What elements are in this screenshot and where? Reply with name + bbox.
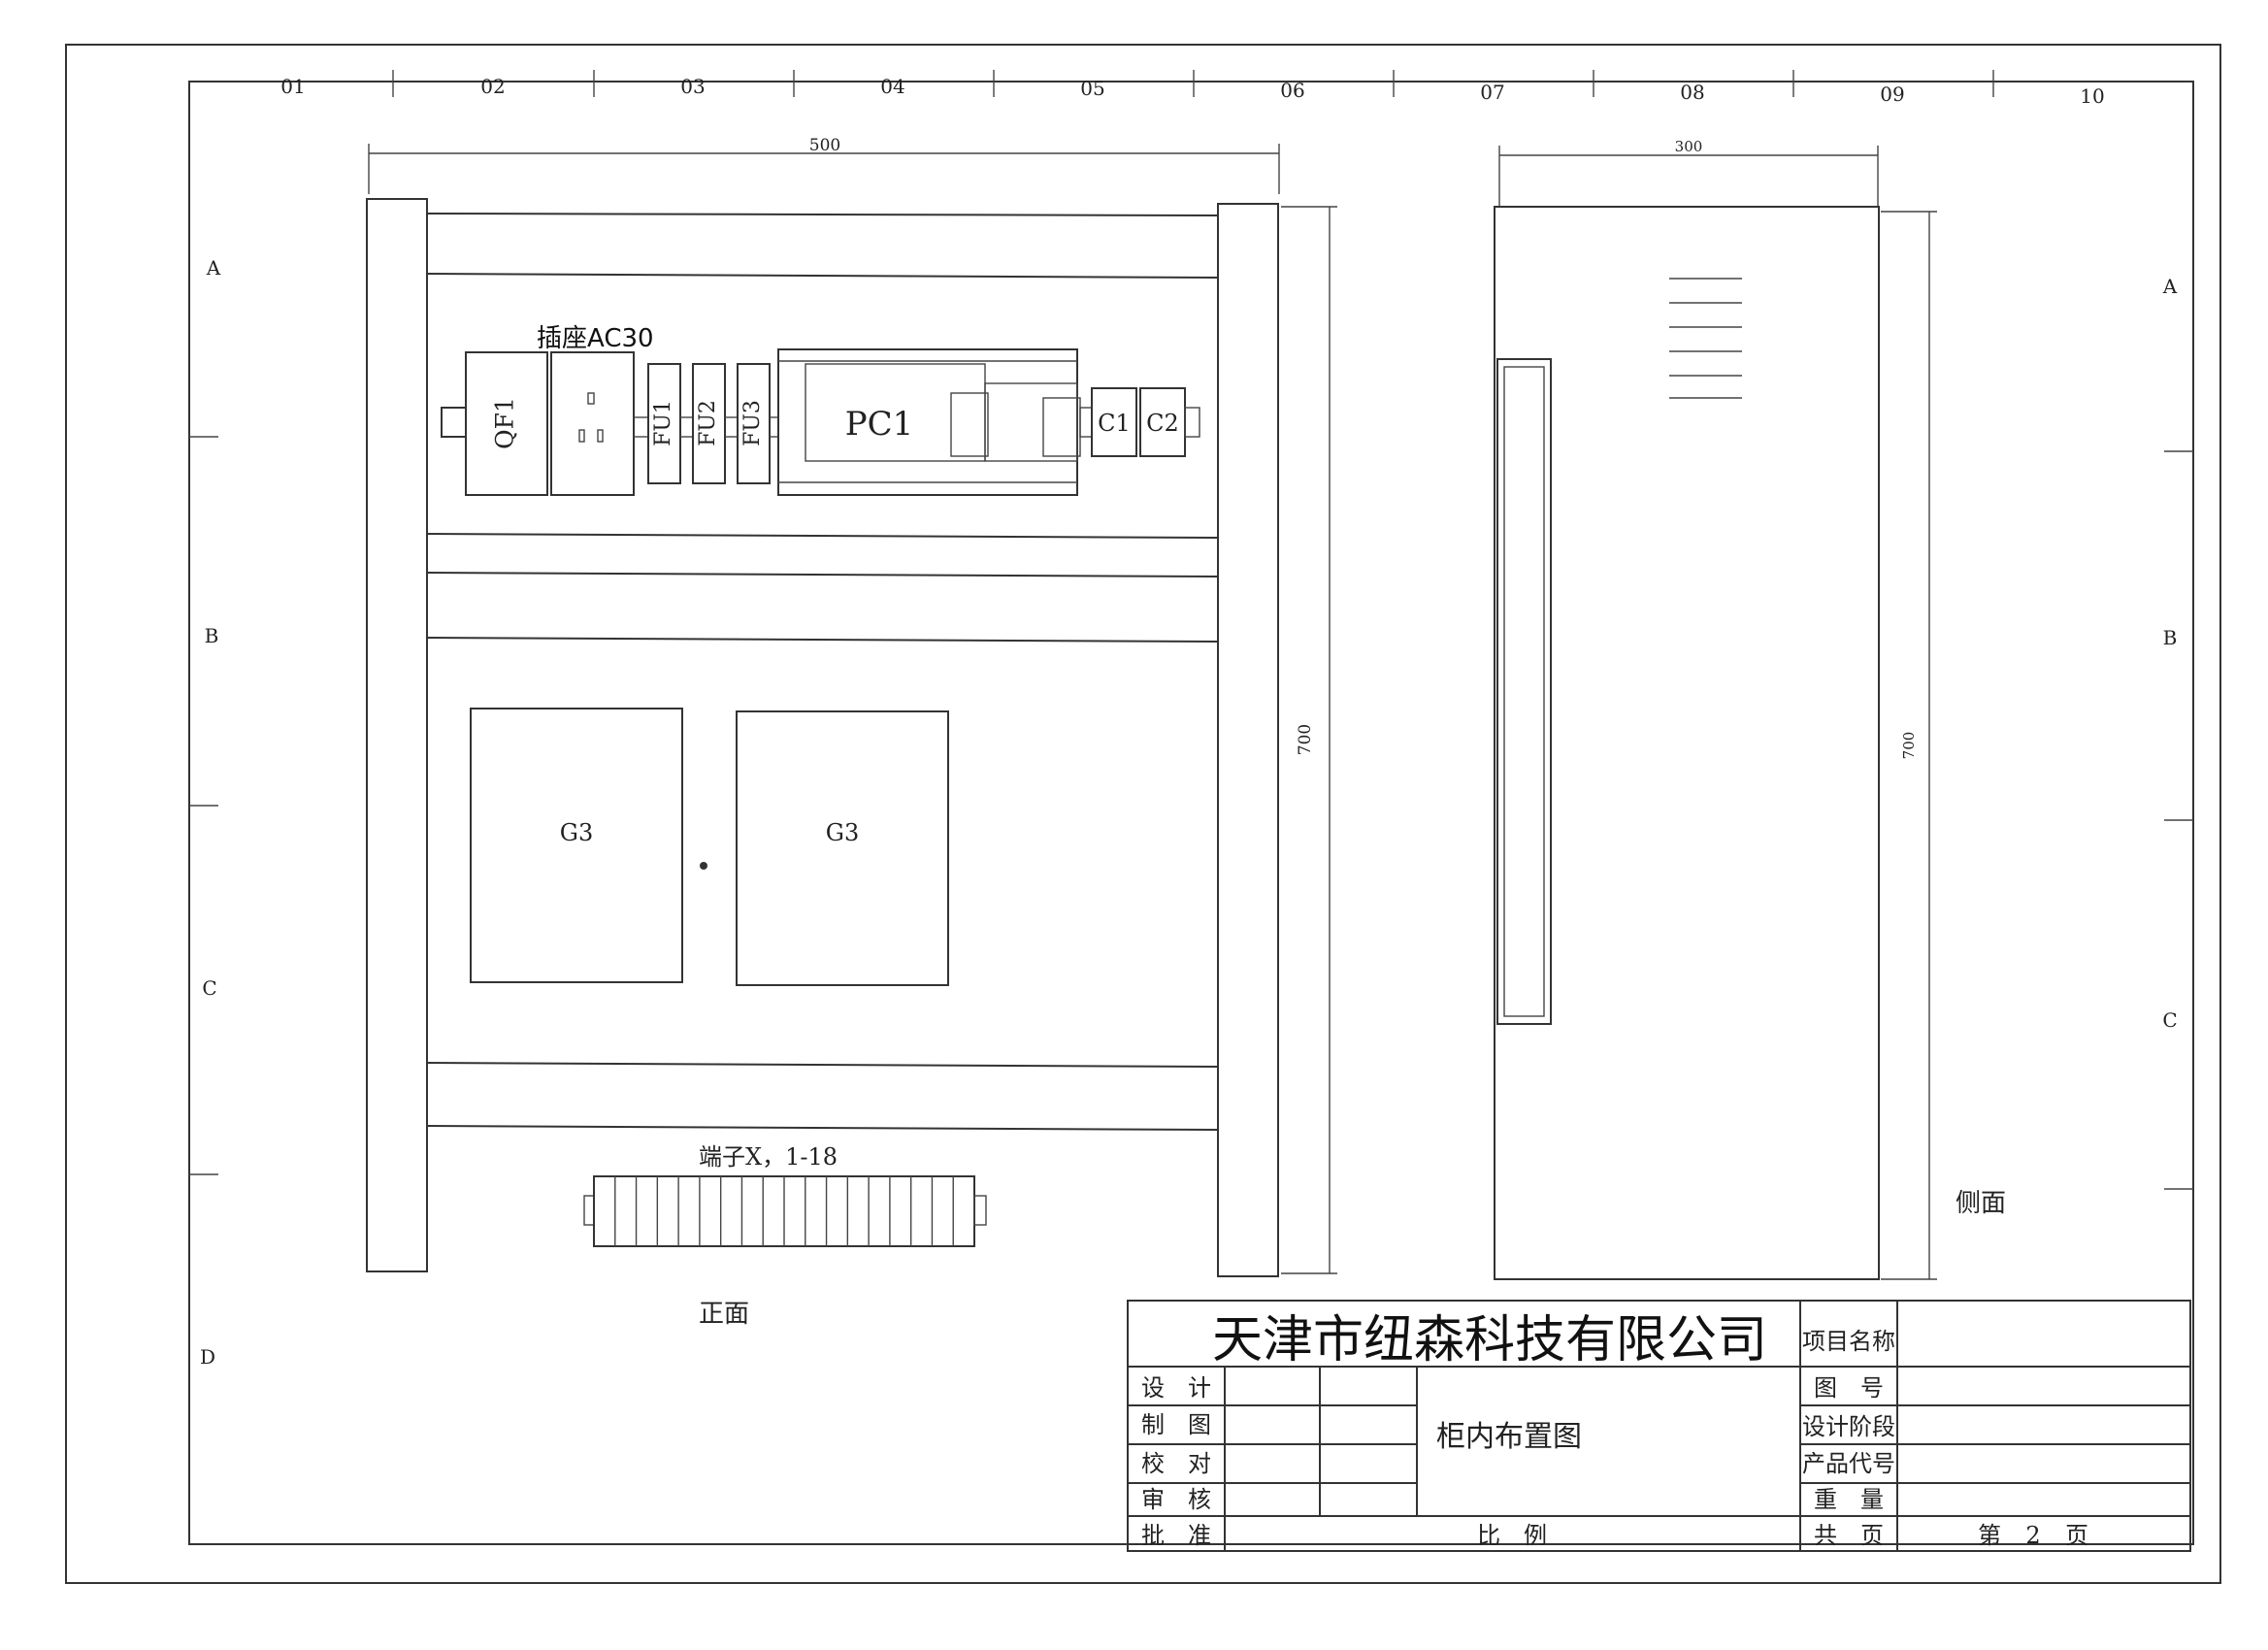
contactor-label: C1 <box>1098 410 1131 437</box>
column-label: 10 <box>2080 84 2104 108</box>
side-height-dimension: 700 <box>1900 732 1918 760</box>
side-view-name: 侧面 <box>1956 1189 2006 1218</box>
title-block-frame <box>1127 1300 2191 1552</box>
sheet-label: 第 <box>1978 1522 2001 1549</box>
role-label: 制 图 <box>1141 1411 1211 1438</box>
field-label: 产品代号 <box>1802 1450 1895 1477</box>
socket-pin-icon <box>587 392 595 405</box>
socket-ac30 <box>550 351 635 496</box>
drawing-frame <box>188 81 2194 1545</box>
left-rail <box>366 198 428 1272</box>
breaker-qf1 <box>465 351 548 496</box>
plc-pc1 <box>777 348 1078 496</box>
row-label: C <box>2162 1008 2177 1032</box>
fuse-label: FU2 <box>696 400 720 446</box>
height-dimension: 700 <box>1296 724 1315 755</box>
role-label: 审 核 <box>1141 1486 1211 1513</box>
column-ticks <box>392 70 1994 97</box>
column-label: 05 <box>1080 77 1104 100</box>
row-label: A <box>206 256 221 280</box>
door-profile <box>1496 358 1552 1025</box>
field-label: 设计阶段 <box>1802 1413 1895 1440</box>
drawing-title: 柜内布置图 <box>1436 1420 1582 1454</box>
row-label: C <box>202 976 216 1000</box>
sheet-border <box>65 44 2221 1584</box>
width-dimension: 500 <box>809 136 840 155</box>
mounting-hole-icon <box>700 862 707 870</box>
socket-pin-icon <box>597 429 604 443</box>
row-label: D <box>200 1345 215 1369</box>
column-labels: 01 02 03 04 05 06 07 08 09 10 <box>280 75 2104 108</box>
fuse-label: FU1 <box>651 400 675 446</box>
field-label: 图 号 <box>1814 1374 1884 1402</box>
column-label: 06 <box>1280 79 1304 102</box>
field-label: 项目名称 <box>1802 1328 1895 1355</box>
column-label: 01 <box>280 75 305 98</box>
row-ticks-left <box>189 436 218 1175</box>
socket-label: 插座AC30 <box>537 324 654 353</box>
side-panel <box>1494 206 1880 1280</box>
column-label: 08 <box>1680 81 1704 104</box>
front-view-name: 正面 <box>699 1300 749 1329</box>
module-g3-left <box>470 708 683 983</box>
module-label: G3 <box>826 819 859 846</box>
side-width-dimension: 300 <box>1675 138 1703 155</box>
row-labels-right: A B C <box>2162 275 2178 1032</box>
company-name: 天津市纽森科技有限公司 <box>1212 1311 1767 1370</box>
role-label: 校 对 <box>1141 1450 1211 1477</box>
terminal-label: 端子X，1-18 <box>699 1143 838 1171</box>
row-labels-left: A B C D <box>200 256 221 1369</box>
fuse-fu1 <box>647 363 681 484</box>
role-label: 批 准 <box>1141 1522 1211 1549</box>
fuse-fu3 <box>737 363 771 484</box>
scale-label: 比 例 <box>1477 1522 1547 1549</box>
front-view: 500 700 插座AC30 QF1 FU1 <box>366 136 1337 1329</box>
contactor-label: C2 <box>1146 410 1179 437</box>
column-label: 03 <box>680 75 705 98</box>
socket-pin-icon <box>578 429 585 443</box>
fuse-fu2 <box>692 363 726 484</box>
sheet-number: 2 <box>2025 1522 2040 1549</box>
sheet-unit: 页 <box>2065 1522 2088 1549</box>
title-block: 天津市纽森科技有限公司 柜内布置图 设 计 制 图 校 对 审 核 批 准 比 … <box>1127 1300 2191 1552</box>
row-label: B <box>2163 626 2178 649</box>
side-view: 300 700 侧面 <box>1494 138 2006 1280</box>
contactor-c1 <box>1091 387 1137 457</box>
field-label: 重 量 <box>1814 1486 1884 1513</box>
module-g3-right <box>736 710 949 986</box>
role-label: 设 计 <box>1141 1374 1211 1402</box>
row-label: B <box>205 624 219 647</box>
column-label: 07 <box>1480 81 1504 104</box>
column-label: 04 <box>880 75 904 98</box>
terminal-dividers <box>614 1176 954 1246</box>
column-label: 02 <box>480 75 505 98</box>
row-ticks-right <box>2164 450 2193 1190</box>
column-label: 09 <box>1880 82 1904 106</box>
right-rail <box>1217 203 1279 1277</box>
row-label: A <box>2162 275 2178 298</box>
field-label: 共 页 <box>1814 1522 1884 1549</box>
fuse-label: FU3 <box>740 400 765 446</box>
breaker-label: QF1 <box>491 397 519 449</box>
plc-label: PC1 <box>845 405 914 444</box>
module-label: G3 <box>560 819 593 846</box>
